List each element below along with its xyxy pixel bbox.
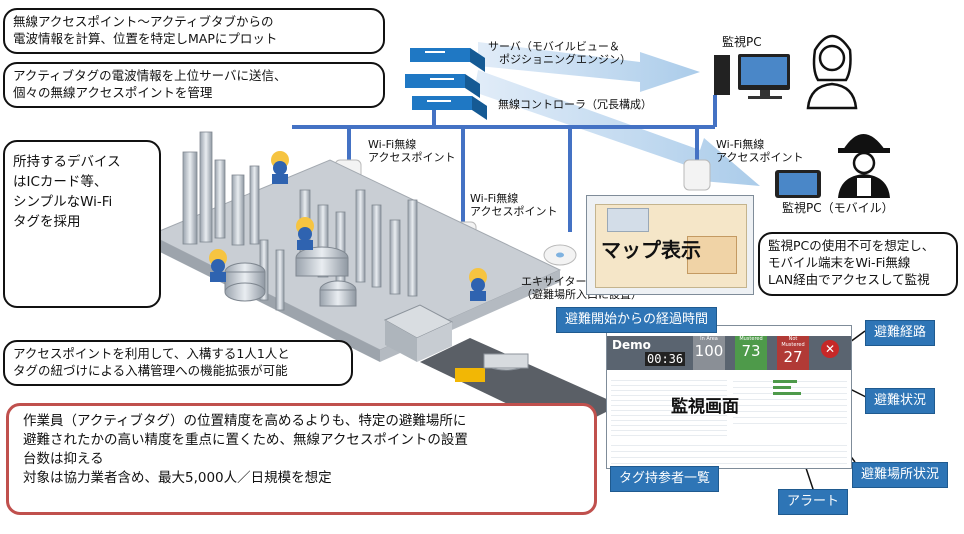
tile-label: Mustered: [739, 336, 763, 342]
tag-list-panel: [611, 376, 727, 436]
callout-text: シンプルなWi-Fi: [13, 194, 113, 210]
tile-value: 100: [694, 342, 724, 360]
worker-icon-1: [271, 151, 289, 184]
woman-operator-icon: [806, 34, 858, 110]
map-room: [687, 236, 737, 274]
tablet-icon: [775, 170, 821, 198]
callout-text: アクティブタグの電波情報を上位サーバに送信、: [13, 68, 287, 83]
label-alert: アラート: [778, 489, 849, 515]
plant-illustration: [148, 131, 620, 432]
label-evacuation-route: 避難経路: [865, 320, 936, 346]
callout-text: 監視PCの使用不可を想定し、: [768, 238, 935, 253]
callout-text: モバイル端末をWi-Fi無線: [768, 255, 911, 270]
label-shelter-status: 避難場所状況: [852, 462, 949, 488]
summary-line: 対象は協力業者含め、最大5,000人／日規模を想定: [23, 470, 332, 486]
map-room: [607, 208, 649, 232]
callout-text: タグの紐づけによる入構管理への機能拡張が可能: [13, 363, 288, 378]
map-display-title: マップ表示: [601, 238, 701, 262]
progress-bar: [773, 386, 791, 389]
summary-line: 避難されたかの高い精度を重点に置くため、無線アクセスポイントの設置: [23, 432, 468, 448]
summary-line: 台数は抑える: [23, 451, 104, 467]
label-elapsed-time: 避難開始からの経過時間: [556, 307, 718, 333]
dashboard-title: Demo: [612, 338, 651, 352]
monitor-screen-title: 監視画面: [671, 397, 739, 417]
controller-label: 無線コントローラ（冗長構成）: [498, 98, 652, 111]
label-tag-holder-list: タグ持参者一覧: [610, 466, 720, 492]
monitor-pc-label: 監視PC: [722, 35, 762, 49]
progress-bar: [773, 392, 801, 395]
tile-mustered: Mustered 73: [735, 336, 767, 370]
desktop-pc-icon: [714, 54, 790, 99]
access-point-label-1: Wi-Fi無線 アクセスポイント: [368, 138, 456, 164]
alarm-stop-icon[interactable]: ✕: [821, 340, 839, 358]
shelter-status-panel: [733, 376, 847, 426]
monitor-pc-mobile-label: 監視PC（モバイル）: [782, 201, 894, 215]
callout-text: 無線アクセスポイント～アクティブタブからの: [13, 14, 274, 29]
server-label: サーバ（モバイルビュー＆ ポジショニングエンジン）: [488, 40, 631, 66]
callout-text: 所持するデバイス: [13, 154, 121, 170]
truck-icon: [455, 353, 529, 382]
worker-helmet-icon: [838, 134, 890, 198]
tile-label: Not Mustered: [781, 336, 805, 348]
worker-icon-2: [296, 217, 314, 250]
worker-icon-4: [469, 268, 487, 301]
callout-mobile-monitoring: 監視PCの使用不可を想定し、 モバイル端末をWi-Fi無線 LAN経由でアクセス…: [758, 232, 958, 296]
alert-panel: [611, 440, 847, 466]
access-point-label-2: Wi-Fi無線 アクセスポイント: [470, 192, 558, 218]
callout-entry-management: アクセスポイントを利用して、入構する1人1人と タグの紐づけによる入構管理への機…: [3, 340, 353, 386]
exciter-icon: [543, 244, 577, 266]
summary-box: 作業員（アクティブタグ）の位置精度を高めるよりも、特定の避難場所に 避難されたか…: [6, 403, 597, 515]
tile-not-mustered: Not Mustered 27: [777, 336, 809, 370]
callout-text: 個々の無線アクセスポイントを管理: [13, 85, 213, 100]
tile-in-area: In Area 100: [693, 336, 725, 370]
callout-text: アクセスポイントを利用して、入構する1人1人と: [13, 346, 290, 361]
access-point-label-3: Wi-Fi無線 アクセスポイント: [716, 138, 804, 164]
arrow-to-monitor-pc: [478, 42, 700, 92]
worker-icon-3: [209, 249, 227, 282]
callout-server-function: 無線アクセスポイント～アクティブタブからの 電波情報を計算、位置を特定しMAPに…: [3, 8, 385, 54]
monitoring-dashboard: Demo 00:36 In Area 100 Mustered 73 Not M…: [606, 325, 852, 469]
callout-text: はICカード等、: [13, 174, 108, 190]
callout-text: タグを採用: [13, 214, 81, 230]
tile-value: 73: [741, 342, 761, 360]
callout-devices: 所持するデバイス はICカード等、 シンプルなWi-Fi タグを採用: [3, 140, 161, 308]
callout-text: 電波情報を計算、位置を特定しMAPにプロット: [13, 31, 278, 46]
label-evacuation-status: 避難状況: [865, 388, 936, 414]
dashboard-timer: 00:36: [645, 352, 686, 366]
network-lines: [292, 95, 717, 232]
map-display-screen: マップ表示: [586, 195, 754, 295]
progress-bar: [773, 380, 797, 383]
callout-text: LAN経由でアクセスして監視: [768, 272, 930, 287]
tile-label: In Area: [700, 336, 718, 342]
tile-value: 27: [783, 348, 803, 366]
server-device: [405, 48, 487, 120]
callout-controller-function: アクティブタグの電波情報を上位サーバに送信、 個々の無線アクセスポイントを管理: [3, 62, 385, 108]
summary-line: 作業員（アクティブタグ）の位置精度を高めるよりも、特定の避難場所に: [23, 413, 467, 429]
access-point-icon-3: [683, 159, 711, 191]
